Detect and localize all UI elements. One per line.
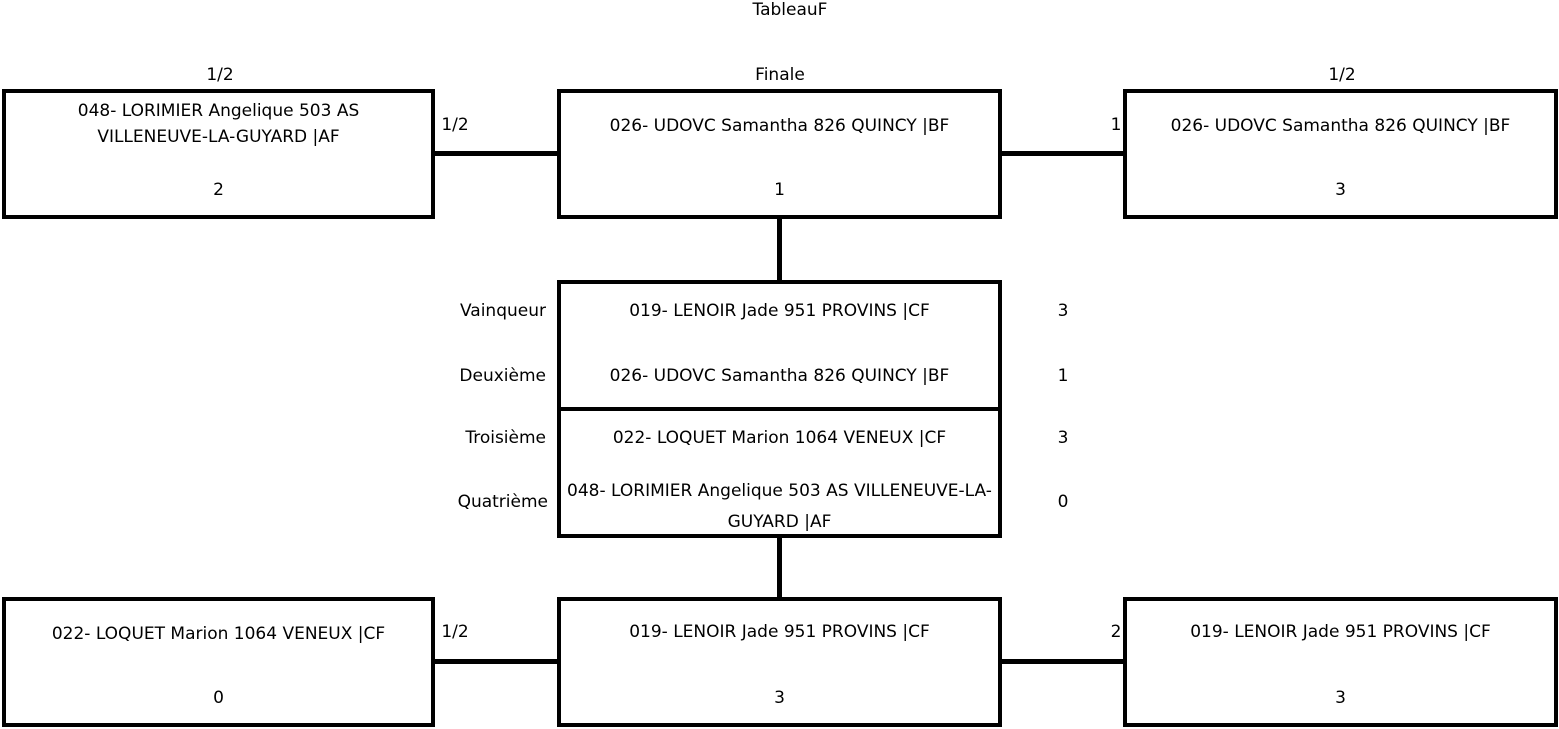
rank-score-third: 3 [1057, 428, 1069, 448]
ranking-box-lower [557, 407, 1002, 538]
connector-top-right [1002, 151, 1123, 156]
player-score: 3 [774, 688, 785, 708]
player-name: 026- UDOVC Samantha 826 QUINCY |BF [1170, 116, 1511, 136]
player-name: 026- UDOVC Samantha 826 QUINCY |BF [609, 116, 950, 136]
match-box-top-right: 026- UDOVC Samantha 826 QUINCY |BF 3 [1123, 89, 1558, 219]
connector-bottom-left [435, 659, 557, 664]
rank-label-third: Troisième [465, 428, 546, 448]
connector-label-top-right: 1 [1110, 115, 1122, 135]
player-score: 3 [1335, 180, 1346, 200]
rank-label-first: Vainqueur [459, 301, 546, 321]
round-label-center: Finale [755, 65, 805, 85]
connector-label-bottom-right: 2 [1110, 622, 1122, 642]
rank-name-first: 019- LENOIR Jade 951 PROVINS |CF [629, 301, 930, 321]
player-name: 048- LORIMIER Angelique 503 AS VILLENEUV… [77, 101, 360, 147]
rank-score-fourth: 0 [1057, 492, 1069, 512]
match-box-top-left: 048- LORIMIER Angelique 503 AS VILLENEUV… [2, 89, 435, 219]
match-box-bottom-right: 019- LENOIR Jade 951 PROVINS |CF 3 [1123, 597, 1558, 727]
connector-bottom-right [1002, 659, 1123, 664]
page-title: TableauF [752, 0, 828, 20]
match-box-bottom-center: 019- LENOIR Jade 951 PROVINS |CF 3 [557, 597, 1002, 727]
match-box-bottom-left: 022- LOQUET Marion 1064 VENEUX |CF 0 [2, 597, 435, 727]
rank-score-second: 1 [1057, 366, 1069, 386]
ranking-box-upper [557, 280, 1002, 411]
rank-label-fourth: Quatrième [457, 492, 548, 512]
player-name: 019- LENOIR Jade 951 PROVINS |CF [1190, 622, 1491, 642]
player-score: 2 [213, 180, 224, 200]
connector-label-bottom-left: 1/2 [441, 622, 469, 642]
rank-name-second: 026- UDOVC Samantha 826 QUINCY |BF [609, 366, 950, 386]
player-score: 1 [774, 180, 785, 200]
round-label-left: 1/2 [206, 65, 234, 85]
round-label-right: 1/2 [1328, 65, 1356, 85]
rank-name-third: 022- LOQUET Marion 1064 VENEUX |CF [612, 428, 947, 448]
player-name: 019- LENOIR Jade 951 PROVINS |CF [629, 622, 930, 642]
connector-vertical-bottom [777, 537, 782, 598]
match-box-top-center: 026- UDOVC Samantha 826 QUINCY |BF 1 [557, 89, 1002, 219]
rank-name-fourth: 048- LORIMIER Angelique 503 AS VILLENEUV… [567, 481, 992, 532]
connector-top-left [435, 151, 557, 156]
player-score: 0 [213, 688, 224, 708]
connector-label-top-left: 1/2 [441, 115, 469, 135]
rank-label-second: Deuxième [459, 366, 546, 386]
player-name: 022- LOQUET Marion 1064 VENEUX |CF [51, 624, 386, 644]
connector-vertical-top [777, 219, 782, 281]
player-score: 3 [1335, 688, 1346, 708]
rank-score-first: 3 [1057, 301, 1069, 321]
